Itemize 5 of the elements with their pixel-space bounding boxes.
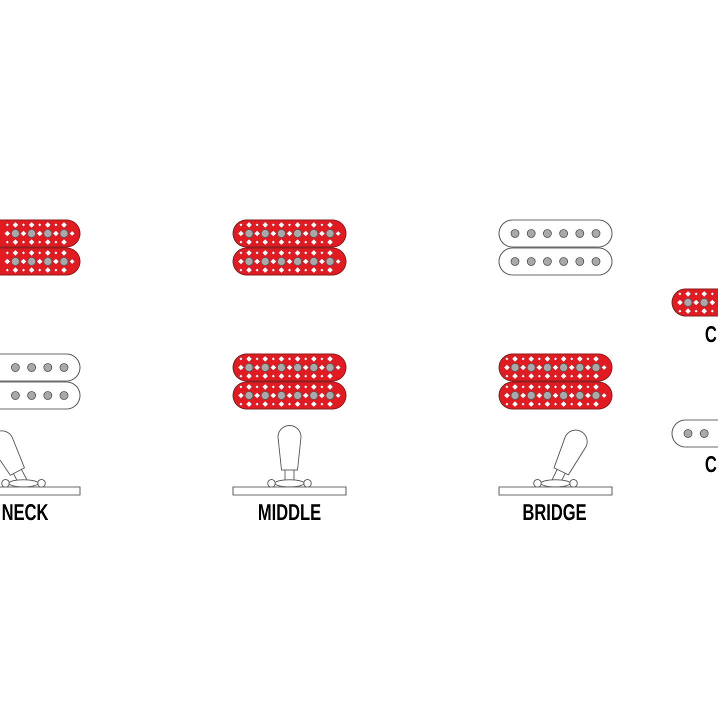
text-label: C (706, 326, 716, 342)
text-label: C (706, 456, 716, 472)
position-label: MIDDLE (259, 504, 320, 520)
position-label: BRIDGE (524, 504, 586, 520)
position-label: NECK (2, 504, 48, 520)
